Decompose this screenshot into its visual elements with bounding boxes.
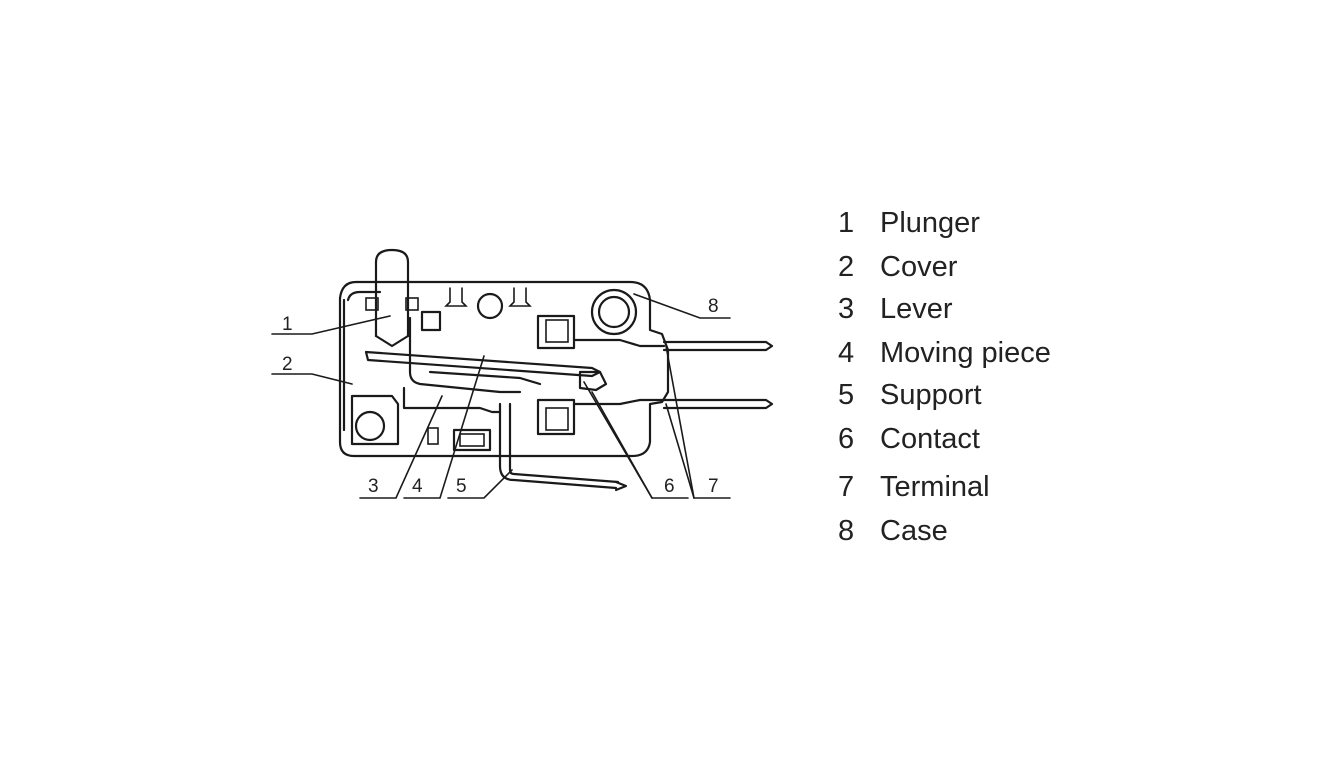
- legend-item: 7 Terminal: [838, 470, 990, 504]
- legend-item: 5 Support: [838, 378, 982, 412]
- legend-item: 3 Lever: [838, 292, 953, 326]
- legend-item: 1 Plunger: [838, 206, 980, 240]
- callout-5: 5: [456, 476, 467, 497]
- legend-item: 8 Case: [838, 514, 948, 548]
- legend-number: 7: [838, 471, 855, 503]
- legend-number: 4: [838, 337, 855, 369]
- mounting-hole: [350, 394, 492, 452]
- plunger: [365, 248, 419, 348]
- legend-label: Case: [880, 515, 948, 547]
- legend-number: 5: [838, 379, 855, 411]
- callout-4: 4: [412, 476, 423, 497]
- legend-number: 1: [838, 207, 855, 239]
- leader-lines: [271, 293, 731, 499]
- callout-8: 8: [708, 296, 719, 317]
- legend-label: Plunger: [880, 207, 980, 239]
- legend-number: 6: [838, 423, 855, 455]
- legend-number: 3: [838, 293, 855, 325]
- lever-mechanism: [364, 310, 628, 492]
- legend-label: Lever: [880, 293, 953, 325]
- callout-1: 1: [282, 314, 293, 335]
- legend-label: Contact: [880, 423, 980, 455]
- legend-item: 6 Contact: [838, 422, 980, 456]
- legend-number: 2: [838, 251, 855, 283]
- terminal-upper: [662, 340, 774, 352]
- switch-case: [338, 280, 670, 458]
- case-bushing: [590, 288, 638, 336]
- legend-item: 4 Moving piece: [838, 336, 1051, 370]
- legend-label: Terminal: [880, 471, 990, 503]
- callout-2: 2: [282, 354, 293, 375]
- legend-item: 2 Cover: [838, 250, 957, 284]
- legend-number: 8: [838, 515, 855, 547]
- callout-3: 3: [368, 476, 379, 497]
- legend-label: Cover: [880, 251, 958, 283]
- contact-lower: [536, 370, 666, 436]
- contact-upper: [536, 314, 666, 350]
- callout-7: 7: [708, 476, 719, 497]
- terminal-lower: [662, 398, 774, 410]
- legend-label: Support: [880, 379, 982, 411]
- top-features: [444, 287, 532, 320]
- callout-6: 6: [664, 476, 675, 497]
- legend-label: Moving piece: [880, 337, 1051, 369]
